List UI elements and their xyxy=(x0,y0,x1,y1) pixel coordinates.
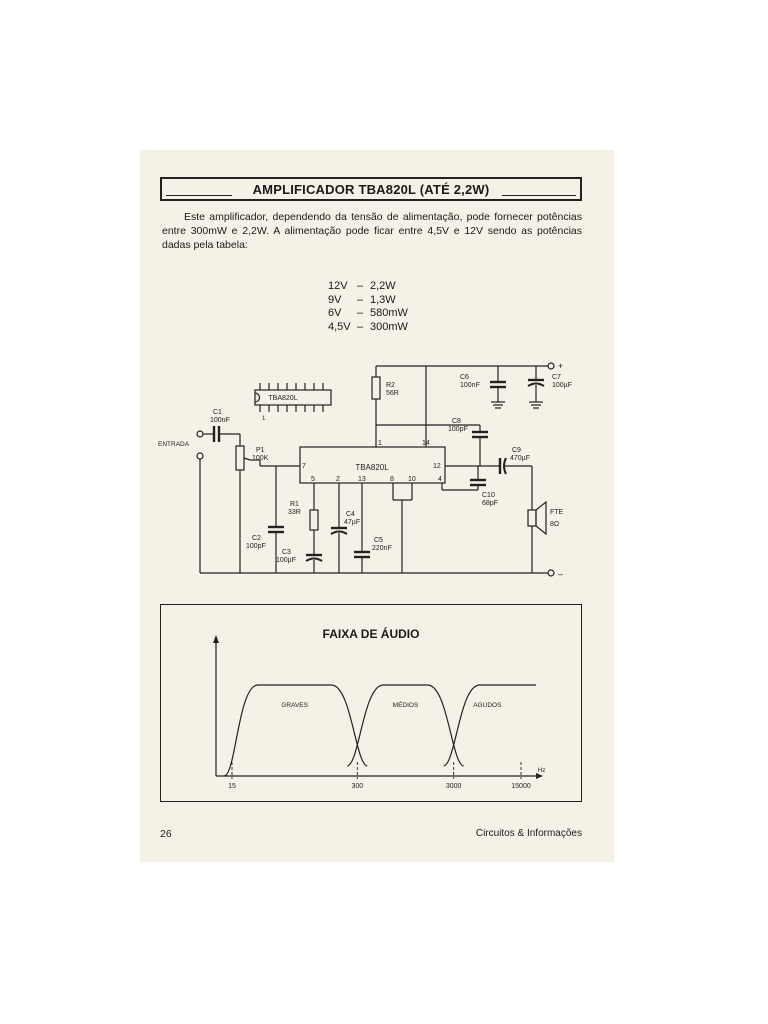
c4-name: C4 xyxy=(346,511,355,518)
voltage-cell: 12V xyxy=(328,280,348,292)
pin-5-label: 5 xyxy=(311,476,315,483)
pin-13-label: 13 xyxy=(358,476,366,483)
pin-1-label: 1 xyxy=(378,440,382,447)
power-row: 9V – 1,3W xyxy=(328,294,408,308)
c7-value: 100µF xyxy=(552,382,572,389)
r1-value: 33R xyxy=(288,509,301,516)
page-title: AMPLIFICADOR TBA820L (ATÉ 2,2W) xyxy=(252,181,490,197)
ic-body xyxy=(299,446,446,484)
page-number: 26 xyxy=(160,828,172,840)
c10-value: 68pF xyxy=(482,500,498,507)
power-cell: 580mW xyxy=(370,307,408,320)
power-cell: 1,3W xyxy=(370,293,396,306)
resistor-r1 xyxy=(309,509,319,531)
potentiometer-p1 xyxy=(235,445,245,471)
voltage-cell: 4,5V xyxy=(328,320,351,333)
dash-cell: – xyxy=(356,307,364,320)
c9-value: 470µF xyxy=(510,455,530,462)
x-tick-label: 15 xyxy=(228,783,236,790)
x-tick-label: 15000 xyxy=(511,783,531,790)
c3-value: 100µF xyxy=(276,557,296,564)
c6-value: 100nF xyxy=(460,382,480,389)
voltage-cell: 9V xyxy=(328,293,342,306)
x-tick-label: 3000 xyxy=(446,783,462,790)
x-axis-arrow xyxy=(536,773,543,779)
x-unit-label: Hz xyxy=(538,768,545,774)
c8-name: C8 xyxy=(452,418,461,425)
power-cell: 300mW xyxy=(370,320,408,333)
pin-10-label: 10 xyxy=(408,476,416,483)
input-label: ENTRADA xyxy=(158,441,190,448)
c1-value: 100nF xyxy=(210,417,230,424)
dash-cell: – xyxy=(356,320,364,333)
power-row: 4,5V – 300mW xyxy=(328,321,408,335)
title-frame: AMPLIFICADOR TBA820L (ATÉ 2,2W) xyxy=(160,177,582,201)
supply-plus-label: + xyxy=(558,361,563,371)
band-curve-médios xyxy=(347,684,464,767)
c7-name: C7 xyxy=(552,374,561,381)
power-row: 12V – 2,2W xyxy=(328,280,408,294)
speaker-value: 8Ω xyxy=(550,521,559,528)
power-row: 6V – 580mW xyxy=(328,307,408,321)
c5-name: C5 xyxy=(374,537,383,544)
c9-name: C9 xyxy=(512,447,521,454)
x-tick-label: 300 xyxy=(351,783,363,790)
p1-value: 100K xyxy=(252,455,269,462)
pin-8-label: 8 xyxy=(390,476,394,483)
power-table: 12V – 2,2W 9V – 1,3W 6V – 580mW 4,5V – 3… xyxy=(328,280,408,334)
pin-4-label: 4 xyxy=(438,476,442,483)
resistor-r2 xyxy=(371,376,381,400)
publication-name: Circuitos & Informações xyxy=(475,828,582,839)
speaker-icon xyxy=(527,500,547,573)
ic-package-pin-label: 1 xyxy=(262,416,266,422)
band-curve-graves xyxy=(223,684,368,777)
c4-value: 47µF xyxy=(344,519,360,526)
ic-label: TBA820L xyxy=(355,463,389,472)
r2-name: R2 xyxy=(386,382,395,389)
intro-paragraph: Este amplificador, dependendo da tensão … xyxy=(162,211,582,251)
speaker-name: FTE xyxy=(550,509,564,516)
c1-name: C1 xyxy=(213,409,222,416)
dash-cell: – xyxy=(356,280,364,292)
p1-name: P1 xyxy=(256,447,265,454)
chart-plot: Hz GRAVES MÉDIOS AGUDOS 15 300 3000 15000 xyxy=(213,635,545,790)
c2-value: 100pF xyxy=(246,543,266,550)
band-label: MÉDIOS xyxy=(393,700,419,709)
r2-value: 56R xyxy=(386,390,399,397)
book-page: AMPLIFICADOR TBA820L (ATÉ 2,2W) Este amp… xyxy=(140,150,614,862)
pin-7-label: 7 xyxy=(302,463,306,470)
voltage-cell: 6V xyxy=(328,307,342,320)
chart-title: FAIXA DE ÁUDIO xyxy=(322,627,420,641)
c2-name: C2 xyxy=(252,535,261,542)
pin-12-label: 12 xyxy=(433,463,441,470)
c10-name: C10 xyxy=(482,492,495,499)
supply-plus-terminal xyxy=(547,362,555,370)
input-terminal xyxy=(196,430,204,438)
c8-value: 100pF xyxy=(448,426,468,433)
c5-value: 220nF xyxy=(372,545,392,552)
supply-minus-label: – xyxy=(558,569,563,579)
pin-2-label: 2 xyxy=(336,476,340,483)
ic-package-drawing: TBA820L 1 xyxy=(254,383,332,422)
c6-name: C6 xyxy=(460,374,469,381)
dash-cell: – xyxy=(356,293,364,306)
c3-name: C3 xyxy=(282,549,291,556)
band-label: AGUDOS xyxy=(473,702,502,709)
band-curve-agudos xyxy=(443,684,536,767)
supply-minus-terminal xyxy=(547,569,555,577)
audio-band-chart: FAIXA DE ÁUDIO Hz GRAVES MÉDIOS AGUDOS 15 300… xyxy=(160,604,582,802)
band-label: GRAVES xyxy=(281,702,308,709)
ic-package-label: TBA820L xyxy=(268,395,297,402)
power-cell: 2,2W xyxy=(370,280,396,292)
y-axis-arrow xyxy=(213,635,219,643)
r1-name: R1 xyxy=(290,501,299,508)
input-ground-terminal xyxy=(196,452,204,460)
amplifier-schematic: TBA820L 1 TBA820L 1 14 7 12 5 2 13 8 10 … xyxy=(158,361,572,579)
